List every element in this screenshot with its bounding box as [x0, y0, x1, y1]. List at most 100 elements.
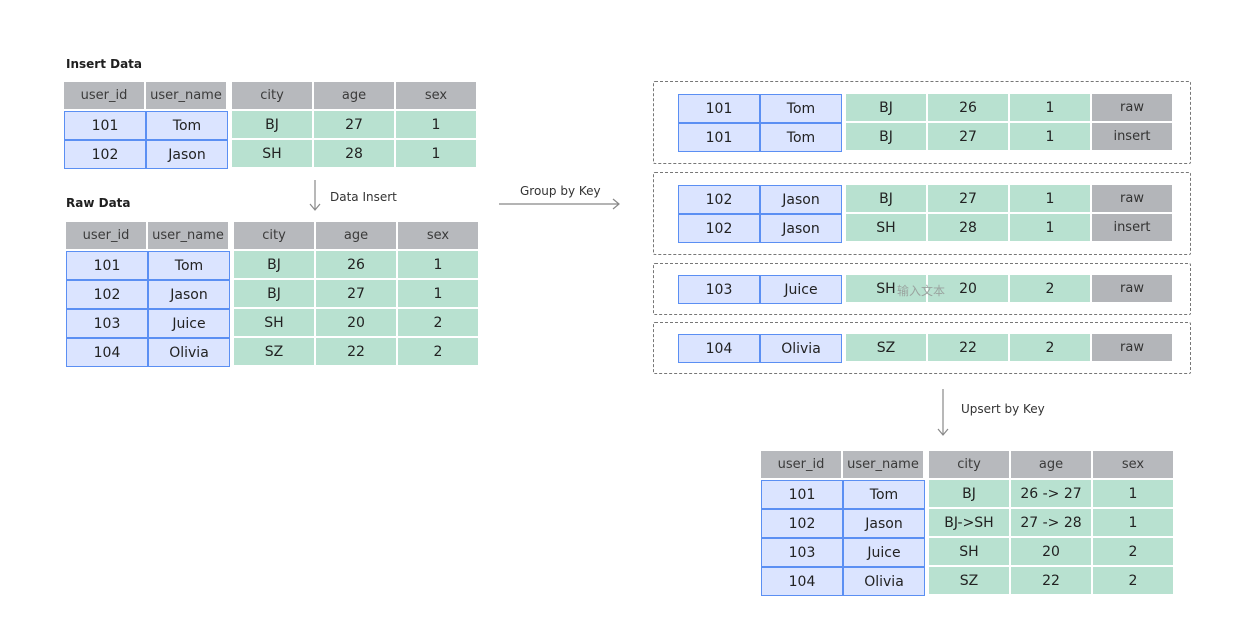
table-cell: BJ — [846, 123, 928, 152]
table-cell: SH — [846, 275, 928, 304]
column-header: city — [929, 451, 1011, 480]
table-cell: 102 — [678, 214, 760, 243]
table-row: 104 Olivia SZ 22 2 — [761, 567, 1175, 596]
table-cell: 27 — [928, 185, 1010, 214]
group-table-103: 103 Juice SH 20 2 raw — [678, 275, 1174, 304]
table-cell: 1 — [1010, 214, 1092, 243]
table-cell: 101 — [678, 123, 760, 152]
table-cell: Juice — [760, 275, 842, 304]
table-cell: 26 — [928, 94, 1010, 123]
insert-data-title: Insert Data — [66, 57, 143, 71]
table-cell: 2 — [398, 309, 480, 338]
table-row: 102 Jason BJ->SH 27 -> 28 1 — [761, 509, 1175, 538]
table-row: 101 Tom BJ 26 1 raw — [678, 94, 1174, 123]
table-cell: 1 — [398, 251, 480, 280]
table-row: 104 Olivia SZ 22 2 raw — [678, 334, 1174, 363]
table-cell: BJ->SH — [929, 509, 1011, 538]
column-header: age — [1011, 451, 1093, 480]
table-header-row: user_id user_name city age sex — [66, 222, 480, 251]
table-cell: 102 — [761, 509, 843, 538]
group-box-103 — [653, 263, 1191, 315]
table-cell: 1 — [1010, 94, 1092, 123]
table-header-row: user_id user_name city age sex — [64, 82, 478, 111]
table-cell: SH — [929, 538, 1011, 567]
table-cell: 101 — [66, 251, 148, 280]
table-cell: BJ — [846, 185, 928, 214]
data-insert-label: Data Insert — [330, 190, 397, 204]
table-cell: BJ — [846, 94, 928, 123]
table-cell: Olivia — [760, 334, 842, 363]
table-cell: Tom — [760, 94, 842, 123]
table-row: 103 Juice SH 20 2 — [66, 309, 480, 338]
down-arrow-icon — [309, 180, 321, 211]
group-box-101 — [653, 81, 1191, 164]
result-table: user_id user_name city age sex 101 Tom B… — [761, 451, 1175, 596]
table-row: 101 Tom BJ 26 -> 27 1 — [761, 480, 1175, 509]
column-header: age — [314, 82, 396, 111]
table-cell: BJ — [929, 480, 1011, 509]
table-row: 102 Jason SH 28 1 — [64, 140, 478, 169]
table-cell: SZ — [846, 334, 928, 363]
table-cell: 22 — [928, 334, 1010, 363]
source-tag: raw — [1092, 275, 1174, 304]
table-cell: 104 — [66, 338, 148, 367]
table-cell: 28 — [314, 140, 396, 169]
table-cell: 103 — [678, 275, 760, 304]
table-cell: BJ — [232, 111, 314, 140]
table-cell: BJ — [234, 280, 316, 309]
source-tag: insert — [1092, 123, 1174, 152]
table-cell: Olivia — [843, 567, 925, 596]
table-cell: 27 — [316, 280, 398, 309]
column-header: user_id — [66, 222, 148, 251]
table-cell: BJ — [234, 251, 316, 280]
table-cell: Jason — [760, 214, 842, 243]
table-cell: Juice — [148, 309, 230, 338]
table-cell: 101 — [64, 111, 146, 140]
table-cell: 26 — [316, 251, 398, 280]
placeholder-text-overlay: 输入文本 — [897, 284, 946, 298]
table-cell: 2 — [398, 338, 480, 367]
table-row: 102 Jason BJ 27 1 raw — [678, 185, 1174, 214]
table-cell: 102 — [66, 280, 148, 309]
column-header: user_name — [148, 222, 230, 251]
column-header: city — [234, 222, 316, 251]
table-header-row: user_id user_name city age sex — [761, 451, 1175, 480]
source-tag: insert — [1092, 214, 1174, 243]
down-arrow-icon — [937, 389, 949, 436]
column-header: sex — [1093, 451, 1175, 480]
table-cell: 26 -> 27 — [1011, 480, 1093, 509]
table-cell: 22 — [316, 338, 398, 367]
group-box-102 — [653, 172, 1191, 255]
table-cell: 2 — [1010, 275, 1092, 304]
table-cell: SH — [846, 214, 928, 243]
group-by-key-label: Group by Key — [520, 184, 601, 198]
table-cell: 27 — [928, 123, 1010, 152]
table-cell: Jason — [760, 185, 842, 214]
table-cell: Tom — [760, 123, 842, 152]
table-cell: Jason — [148, 280, 230, 309]
table-cell: Jason — [146, 140, 228, 169]
table-cell: 1 — [1093, 509, 1175, 538]
table-row: 101 Tom BJ 27 1 insert — [678, 123, 1174, 152]
column-header: city — [232, 82, 314, 111]
column-header: sex — [398, 222, 480, 251]
column-header: user_name — [843, 451, 925, 480]
table-cell: Olivia — [148, 338, 230, 367]
group-table-102: 102 Jason BJ 27 1 raw 102 Jason SH 28 1 … — [678, 185, 1174, 243]
column-header: age — [316, 222, 398, 251]
table-cell: 104 — [761, 567, 843, 596]
table-cell: 2 — [1093, 538, 1175, 567]
table-cell: 27 — [314, 111, 396, 140]
table-cell: SZ — [234, 338, 316, 367]
table-row: 101 Tom BJ 27 1 — [64, 111, 478, 140]
table-cell: SH — [234, 309, 316, 338]
table-row: 103 Juice SH 20 2 — [761, 538, 1175, 567]
group-box-104 — [653, 322, 1191, 374]
table-cell: 27 -> 28 — [1011, 509, 1093, 538]
column-header: user_id — [64, 82, 146, 111]
table-cell: 1 — [1010, 123, 1092, 152]
table-cell: 1 — [396, 140, 478, 169]
table-cell: 101 — [678, 94, 760, 123]
column-header: user_name — [146, 82, 228, 111]
table-cell: 1 — [1093, 480, 1175, 509]
